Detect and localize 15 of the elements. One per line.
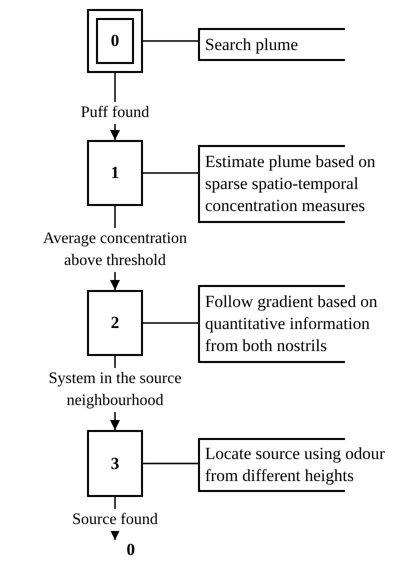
step-box: 1	[87, 140, 143, 206]
initial-step-box: 0	[87, 9, 143, 73]
transition-label: Source found	[70, 509, 160, 531]
action-box: Locate source using odour from different heights	[198, 438, 417, 492]
step-box: 3	[87, 430, 143, 497]
connector-line	[143, 40, 198, 42]
connector-line	[143, 172, 198, 174]
step-box: 2	[87, 290, 143, 356]
connector-line	[143, 462, 198, 464]
action-box: Follow gradient based on quantitative information from both nostrils	[198, 285, 417, 363]
transition-label: Puff found	[78, 102, 152, 124]
action-box: Search plume	[198, 28, 417, 61]
step-reference: 0	[109, 540, 135, 560]
action-box: Estimate plume based on sparse spatio-temporal concentration measures	[198, 145, 417, 223]
connector-line	[143, 322, 198, 324]
